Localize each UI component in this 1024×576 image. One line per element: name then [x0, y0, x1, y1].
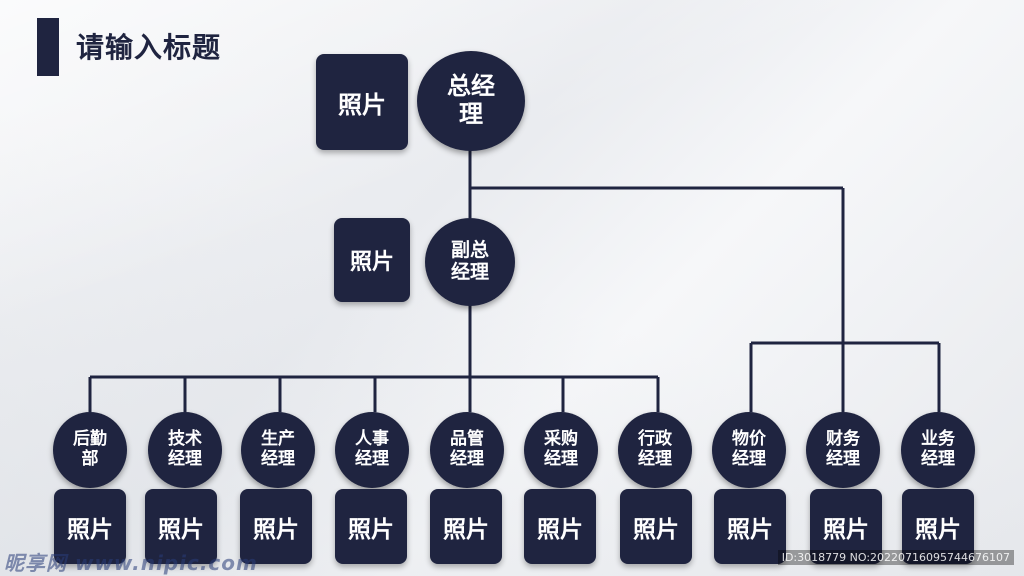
dept-photo-purchasing: 照片 — [524, 489, 596, 564]
dept-node-logistics: 后勤 部 — [53, 412, 127, 488]
title-accent-bar — [37, 18, 59, 76]
dept-node-finance: 财务 经理 — [806, 412, 880, 488]
deputy-photo: 照片 — [334, 218, 410, 302]
dept-photo-production: 照片 — [240, 489, 312, 564]
dept-photo-admin: 照片 — [620, 489, 692, 564]
top-photo: 照片 — [316, 54, 408, 150]
dept-node-admin: 行政 经理 — [618, 412, 692, 488]
dept-node-quality: 品管 经理 — [430, 412, 504, 488]
dept-photo-business: 照片 — [902, 489, 974, 564]
dept-photo-finance: 照片 — [810, 489, 882, 564]
watermark-id: ID:3018779 NO:20220716095744676107 — [777, 550, 1014, 565]
dept-photo-tech: 照片 — [145, 489, 217, 564]
top-node-general-manager: 总经 理 — [417, 51, 525, 151]
dept-photo-logistics: 照片 — [54, 489, 126, 564]
dept-photo-quality: 照片 — [430, 489, 502, 564]
dept-node-business: 业务 经理 — [901, 412, 975, 488]
deputy-node: 副总 经理 — [425, 218, 515, 306]
dept-node-production: 生产 经理 — [241, 412, 315, 488]
page-title: 请输入标题 — [76, 31, 222, 64]
dept-node-purchasing: 采购 经理 — [524, 412, 598, 488]
dept-node-tech: 技术 经理 — [148, 412, 222, 488]
dept-node-pricing: 物价 经理 — [712, 412, 786, 488]
dept-photo-hr: 照片 — [335, 489, 407, 564]
dept-photo-pricing: 照片 — [714, 489, 786, 564]
watermark-logo: 昵享网 www.nipic.com — [4, 551, 258, 575]
dept-node-hr: 人事 经理 — [335, 412, 409, 488]
